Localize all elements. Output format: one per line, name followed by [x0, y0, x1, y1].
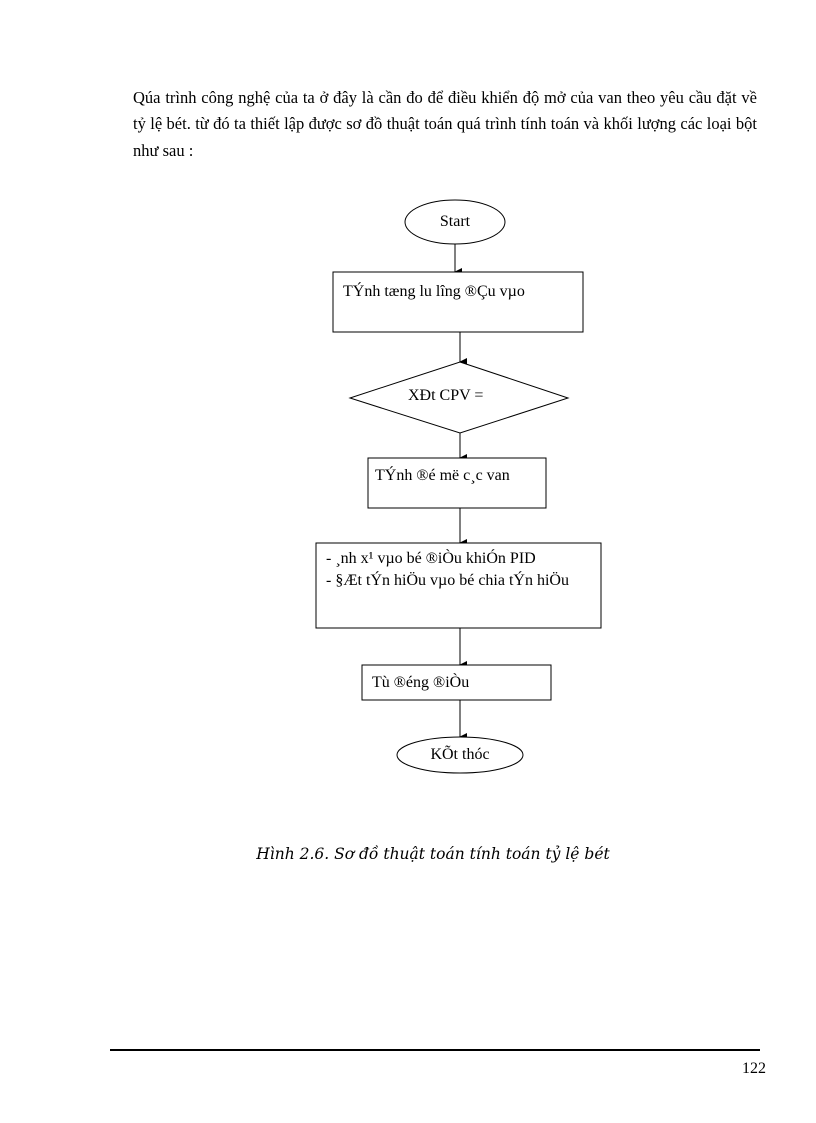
process-box-2 [367, 457, 547, 509]
step3-line2: - §Æt tÝn hiÖu vµo bé chia tÝn hiÖu [326, 572, 569, 589]
step4-label: Tù ®éng ®iÒu [372, 674, 470, 691]
page-number: 122 [742, 1060, 766, 1077]
step3-line1: - ¸nh x¹ vµo bé ®iÒu khiÓn PID [326, 550, 536, 567]
body-paragraph: Qúa trình công nghệ của ta ở đây là cần … [133, 87, 757, 160]
step2-label: TÝnh ®é më c¸c van [375, 467, 510, 484]
decision-label: XÐt CPV = [408, 387, 484, 404]
process-box-1 [332, 271, 584, 333]
start-label: Start [439, 213, 471, 230]
end-label: KÕt thóc [430, 746, 490, 763]
end-terminal [396, 736, 524, 774]
process-box-4 [361, 664, 552, 701]
process-box-3 [315, 542, 602, 629]
figure-caption: Hình 2.6. Sơ đồ thuật toán tính toán tỷ … [256, 845, 610, 863]
step1-label: TÝnh tæng lu lîng ®Çu vµo [343, 283, 525, 300]
footer-rule [110, 1049, 760, 1051]
